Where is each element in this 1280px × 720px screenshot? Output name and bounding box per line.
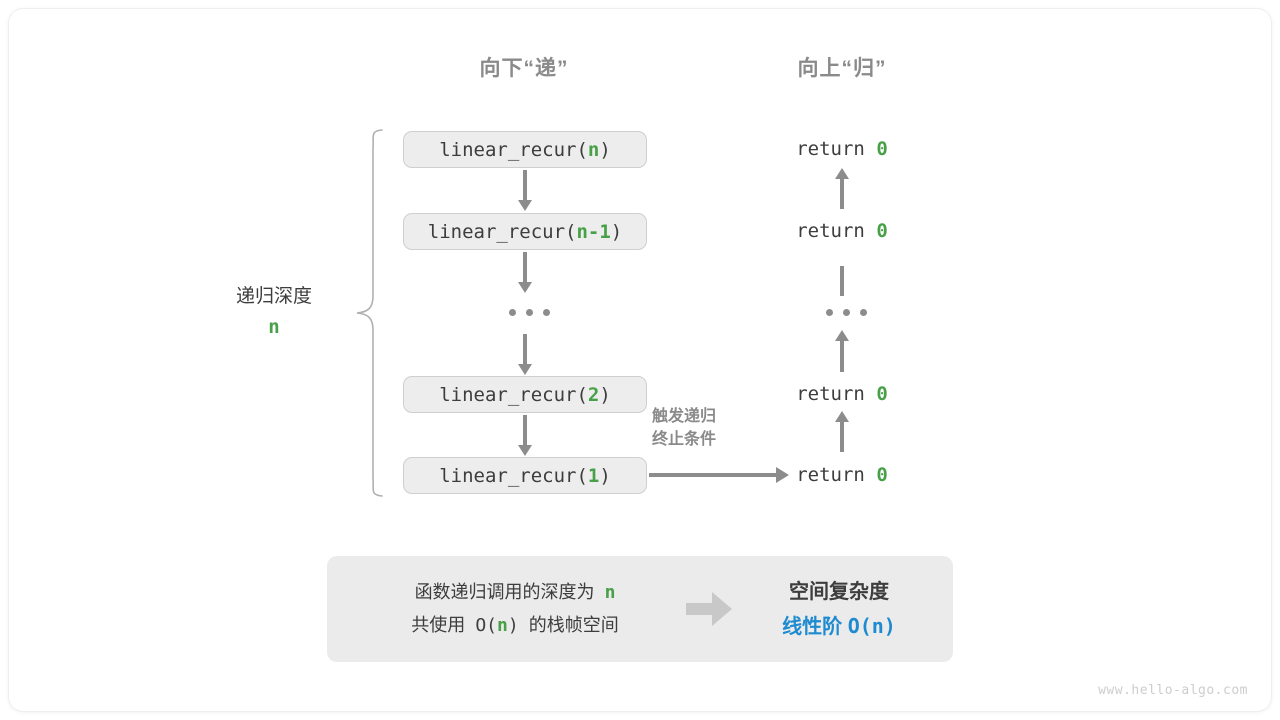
return-statement-3: return 0 — [742, 383, 942, 405]
dot — [543, 309, 550, 316]
up-arrow-1 — [840, 178, 844, 209]
recursion-depth-text: 递归深度 — [235, 286, 312, 307]
summary-description: 函数递归调用的深度为 n 共使用 O(n) 的栈帧空间 — [327, 576, 677, 642]
complexity-notation: O(n) — [847, 613, 896, 638]
return-keyword: return — [796, 220, 865, 242]
call-box-linear-recur-n[interactable]: linear_recur(n) — [403, 131, 647, 168]
summary-line1-var: n — [604, 582, 616, 603]
summary-result-value: 线性阶 O(n) — [741, 609, 937, 644]
summary-panel: 函数递归调用的深度为 n 共使用 O(n) 的栈帧空间 空间复杂度 线性阶 O(… — [327, 556, 953, 662]
return-keyword: return — [796, 383, 865, 405]
return-value: 0 — [876, 138, 888, 160]
summary-line2-text: 共使用 — [411, 615, 466, 635]
column-header-descend: 向下“递” — [479, 57, 569, 80]
up-arrow-2 — [840, 340, 844, 372]
base-case-trigger-line1: 触发递归 — [652, 408, 717, 425]
right-block-arrow-icon — [677, 592, 741, 626]
ellipsis-dots-left — [509, 309, 550, 316]
summary-line2-tail: 的栈帧空间 — [528, 615, 619, 635]
call-box-linear-recur-n-minus-1[interactable]: linear_recur(n-1) — [403, 213, 647, 250]
recursion-depth-value: n — [268, 316, 280, 338]
complexity-order-label: 线性阶 — [782, 615, 843, 638]
return-value: 0 — [876, 220, 888, 242]
summary-line-2: 共使用 O(n) 的栈帧空间 — [353, 609, 677, 642]
call-text-arg: n-1 — [576, 220, 611, 243]
return-statement-4: return 0 — [742, 464, 942, 486]
watermark: www.hello-algo.com — [1098, 683, 1248, 698]
up-arrow-3 — [840, 421, 844, 452]
return-statement-2: return 0 — [742, 220, 942, 242]
call-text-prefix: linear_recur( — [439, 464, 588, 487]
dot — [826, 309, 833, 316]
dot — [526, 309, 533, 316]
summary-bigo-open: O( — [475, 615, 497, 636]
call-text-prefix: linear_recur( — [439, 383, 588, 406]
call-text-prefix: linear_recur( — [439, 138, 588, 161]
base-case-trigger-line2: 终止条件 — [652, 431, 717, 448]
call-text-suffix: ) — [599, 464, 611, 487]
call-text-arg: 1 — [587, 464, 600, 487]
call-text-suffix: ) — [610, 220, 623, 243]
call-text-suffix: ) — [599, 383, 611, 406]
recursion-depth-brace — [356, 129, 383, 497]
return-keyword: return — [796, 138, 865, 160]
down-arrow-4 — [523, 415, 527, 446]
down-arrow-2 — [523, 252, 527, 283]
call-text-arg: n — [587, 138, 600, 161]
recursion-depth-label: 递归深度 n — [196, 281, 352, 343]
return-value: 0 — [876, 383, 888, 405]
summary-result-title: 空间复杂度 — [789, 580, 889, 603]
call-box-linear-recur-1[interactable]: linear_recur(1) — [403, 457, 647, 494]
up-line-segment — [840, 266, 844, 296]
down-arrow-1 — [523, 170, 527, 201]
return-statement-1: return 0 — [742, 138, 942, 160]
down-arrow-3 — [523, 334, 527, 365]
summary-bigo-var: n — [497, 615, 508, 636]
return-value: 0 — [876, 464, 888, 486]
dot — [860, 309, 867, 316]
dot — [509, 309, 516, 316]
call-text-suffix: ) — [599, 138, 611, 161]
call-text-prefix: linear_recur( — [427, 220, 577, 243]
summary-bigo-close: ) — [507, 615, 519, 636]
base-case-arrow — [649, 473, 777, 477]
ellipsis-dots-right — [826, 309, 867, 316]
summary-result: 空间复杂度 线性阶 O(n) — [741, 575, 953, 644]
dot — [843, 309, 850, 316]
call-text-arg: 2 — [587, 383, 600, 406]
base-case-trigger-label: 触发递归 终止条件 — [652, 405, 782, 451]
return-keyword: return — [796, 464, 865, 486]
summary-line-1: 函数递归调用的深度为 n — [353, 576, 677, 609]
call-box-linear-recur-2[interactable]: linear_recur(2) — [403, 376, 647, 413]
summary-line1-text: 函数递归调用的深度为 — [414, 582, 595, 602]
column-header-ascend: 向上“归” — [797, 57, 887, 80]
